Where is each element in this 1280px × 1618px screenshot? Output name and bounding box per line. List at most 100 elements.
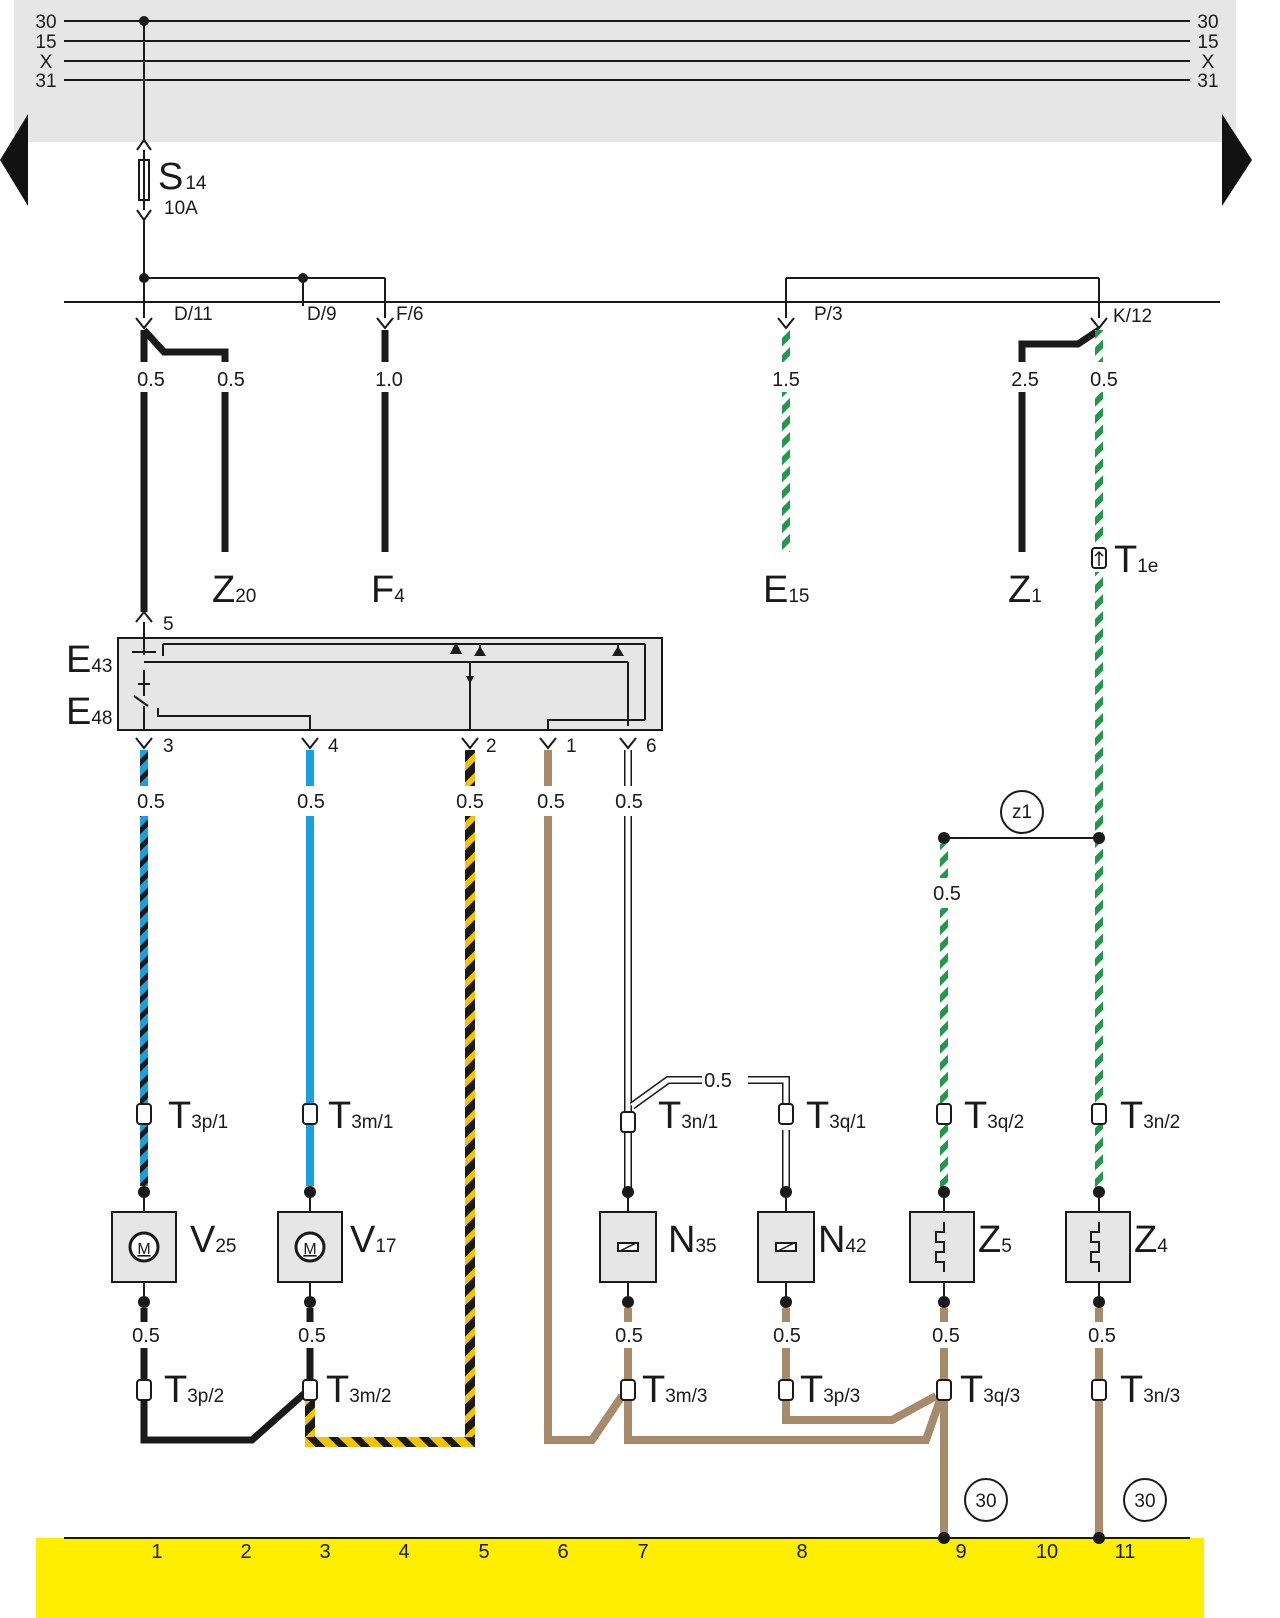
- svg-text:z1: z1: [1012, 802, 1032, 823]
- gauge-b7: 0.5: [615, 1325, 643, 1347]
- svg-text:V25: V25: [190, 1219, 237, 1261]
- gauge-e3: 0.5: [137, 791, 165, 813]
- pin-2: 2: [486, 736, 497, 757]
- gauge-p3: 1.5: [772, 369, 800, 391]
- supply-rails: 30 15 X 31 30 15 X 31: [14, 0, 1236, 142]
- ref-e48: E48: [66, 691, 113, 733]
- svg-text:M: M: [303, 1241, 316, 1258]
- gauge-b3: 0.5: [298, 1325, 326, 1347]
- component-n42: N42: [757, 1186, 867, 1308]
- ref-f4: F4: [371, 569, 405, 611]
- svg-text:30: 30: [1134, 1491, 1155, 1512]
- svg-text:N42: N42: [818, 1219, 867, 1261]
- connector-t1e: T1e: [1091, 539, 1158, 581]
- gauge-b9: 0.5: [932, 1325, 960, 1347]
- gauge-e1: 0.5: [537, 791, 565, 813]
- ref-z1: Z1: [1008, 569, 1042, 611]
- bottom-connectors: [136, 1379, 1107, 1401]
- pin-5: 5: [163, 614, 174, 635]
- gauge-z1: 2.5: [1011, 369, 1039, 391]
- fuse-rating: 10A: [164, 198, 198, 219]
- gauge-split: 0.5: [704, 1070, 732, 1092]
- terminal-t3m3: T3m/3: [642, 1369, 707, 1411]
- terminal-t3n1: T3n/1: [658, 1095, 718, 1137]
- junction-z1: z1: [1000, 790, 1044, 834]
- component-z4: Z4: [1065, 1186, 1168, 1308]
- terminal-t3p2: T3p/2: [164, 1369, 224, 1411]
- ref-e43: E43: [66, 639, 113, 681]
- svg-text:30: 30: [975, 1491, 996, 1512]
- component-v25: M V25: [111, 1186, 237, 1308]
- rail-label-15-left: 15: [35, 32, 56, 53]
- gauge-d9: 0.5: [217, 369, 245, 391]
- rail-label-x-left: X: [40, 52, 53, 73]
- svg-text:8: 8: [796, 1541, 807, 1563]
- motor-icon: [128, 1231, 160, 1263]
- rail-label-31-right: 31: [1197, 71, 1218, 92]
- pin-4: 4: [328, 736, 339, 757]
- upper-wires: [140, 327, 1103, 1192]
- connector-k12: K/12: [1113, 306, 1152, 327]
- terminal-t3p3: T3p/3: [800, 1369, 860, 1411]
- connector-d11: D/11: [174, 304, 213, 325]
- ref-z20: Z20: [212, 569, 256, 611]
- rail-background: [14, 0, 1236, 142]
- terminal-t3q2: T3q/2: [964, 1095, 1024, 1137]
- terminal-t3n2: T3n/2: [1120, 1095, 1180, 1137]
- connector-f6: F/6: [396, 304, 423, 325]
- gauge-b1: 0.5: [132, 1325, 160, 1347]
- svg-text:6: 6: [557, 1541, 568, 1563]
- svg-text:7: 7: [637, 1541, 648, 1563]
- ground-ref-9: 30: [964, 1478, 1008, 1522]
- svg-text:3: 3: [319, 1541, 330, 1563]
- harness-connectors: [135, 317, 1108, 330]
- svg-text:1: 1: [151, 1541, 162, 1563]
- gauge-b11: 0.5: [1088, 1325, 1116, 1347]
- svg-text:T1e: T1e: [1114, 539, 1158, 581]
- pin-3: 3: [163, 736, 174, 757]
- svg-text:4: 4: [398, 1541, 409, 1563]
- svg-text:Z5: Z5: [978, 1219, 1012, 1261]
- next-page-arrow-icon[interactable]: [1222, 114, 1252, 206]
- connector-p3: P/3: [814, 304, 843, 325]
- gauge-e4: 0.5: [297, 791, 325, 813]
- svg-text:V17: V17: [350, 1219, 397, 1261]
- component-z5: Z5: [909, 1186, 1012, 1308]
- terminal-t3p1: T3p/1: [168, 1095, 228, 1137]
- component-n35: N35: [599, 1186, 717, 1308]
- svg-text:Z4: Z4: [1134, 1219, 1168, 1261]
- svg-text:10: 10: [1036, 1541, 1058, 1563]
- rail-label-x-right: X: [1202, 52, 1215, 73]
- rail-label-30-right: 30: [1197, 12, 1218, 33]
- heater-icon: [1090, 1222, 1100, 1272]
- terminal-t3m2: T3m/2: [326, 1369, 391, 1411]
- svg-text:9: 9: [955, 1541, 966, 1563]
- heater-icon: [935, 1222, 945, 1272]
- gauge-e2: 0.5: [456, 791, 484, 813]
- fuse-distribution: [139, 273, 1100, 318]
- svg-text:N35: N35: [668, 1219, 717, 1261]
- component-v17: M V17: [277, 1186, 397, 1308]
- switch-e43-e48: 5 E43 E48: [66, 610, 663, 757]
- terminal-t3q3: T3q/3: [960, 1369, 1020, 1411]
- terminal-t3n3: T3n/3: [1120, 1369, 1180, 1411]
- pin-1: 1: [566, 736, 577, 757]
- prev-page-arrow-icon[interactable]: [0, 114, 28, 206]
- ref-e15: E15: [763, 569, 810, 611]
- gauge-f6: 1.0: [375, 369, 403, 391]
- svg-text:M: M: [137, 1241, 150, 1258]
- gauge-e6: 0.5: [615, 791, 643, 813]
- connector-d9: D/9: [307, 304, 337, 325]
- gauge-z5: 0.5: [933, 883, 961, 905]
- rail-label-30-left: 30: [35, 12, 56, 33]
- ground-ref-11: 30: [1123, 1478, 1167, 1522]
- terminal-t3m1: T3m/1: [328, 1095, 393, 1137]
- svg-text:2: 2: [240, 1541, 251, 1563]
- gauge-d11: 0.5: [137, 369, 165, 391]
- terminal-t3q1: T3q/1: [806, 1095, 866, 1137]
- gauge-k12: 0.5: [1090, 369, 1118, 391]
- svg-text:11: 11: [1115, 1541, 1136, 1563]
